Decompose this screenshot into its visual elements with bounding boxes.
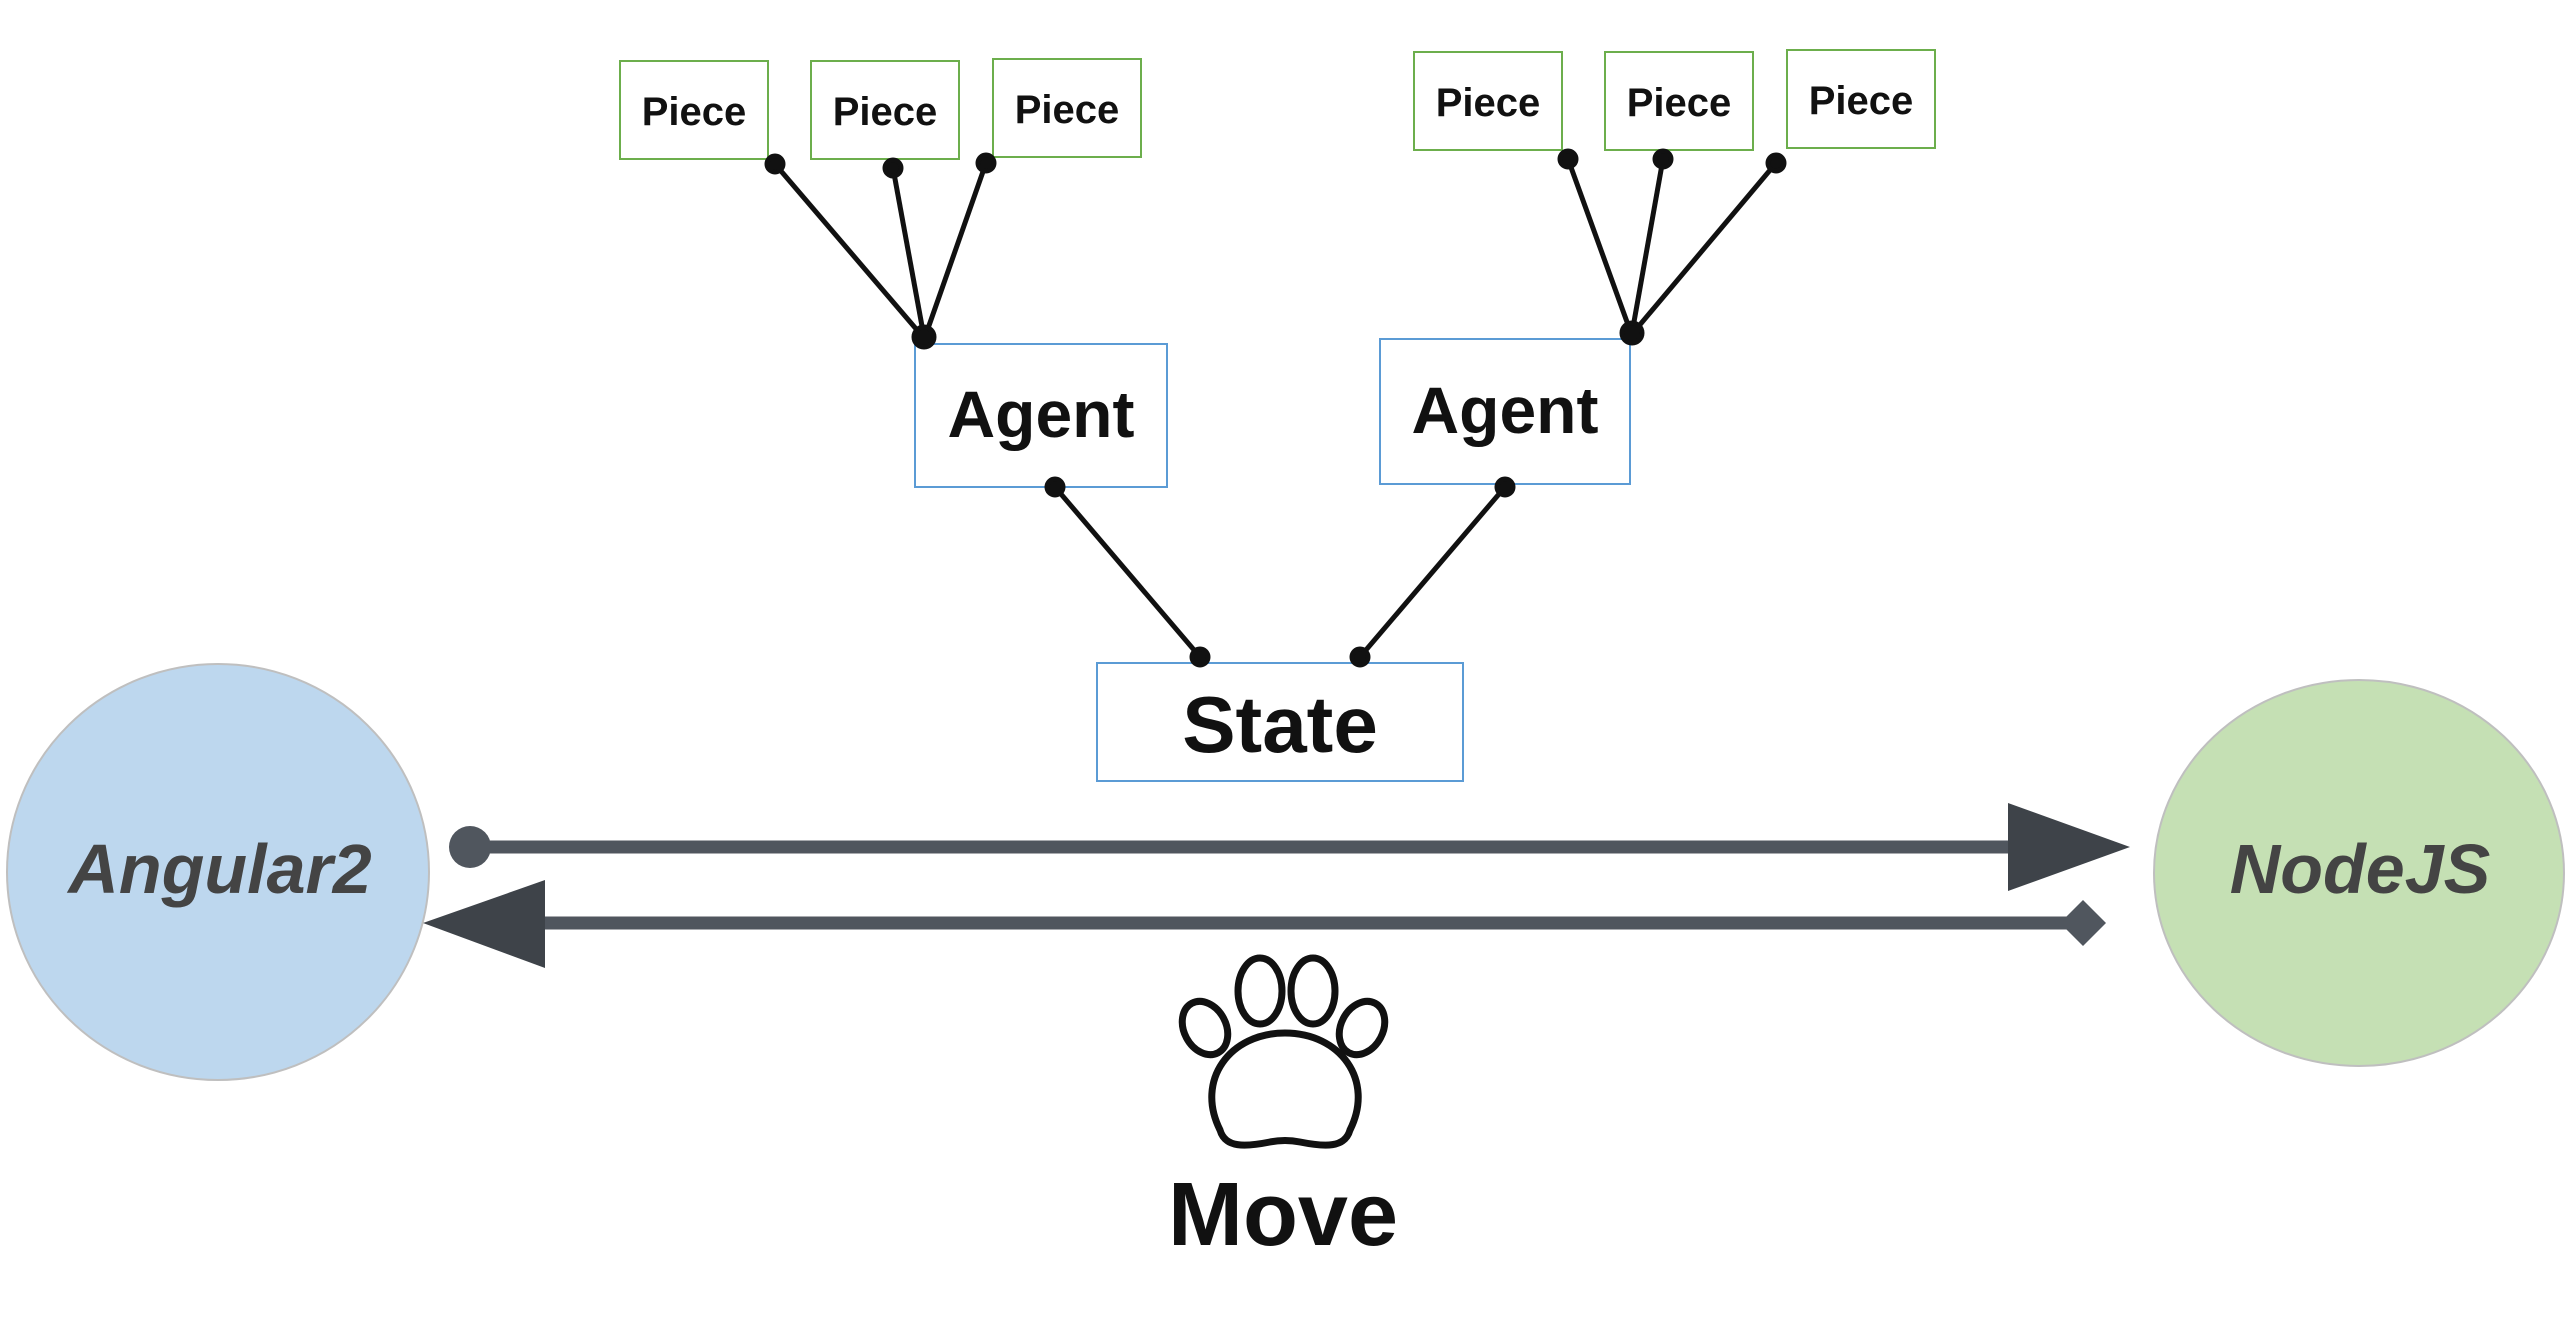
connectors-left-pieces [764,152,997,350]
piece-box-left-3: Piece [992,58,1142,158]
piece-label: Piece [642,90,747,134]
connectors-right-pieces [1557,148,1787,346]
piece-box-right-3: Piece [1786,49,1936,149]
connector-line [922,162,989,338]
piece-box-left-1: Piece [619,60,769,160]
connector-line [1565,158,1634,334]
connector-line [773,162,925,339]
piece-label: Piece [1436,81,1541,125]
connector-dot [1557,148,1579,170]
piece-box-left-2: Piece [810,60,960,160]
agent-label: Agent [1412,373,1599,447]
arrow-head [2008,803,2130,891]
connector-line [1358,485,1507,659]
arrow-tail-dot [449,826,491,868]
piece-label: Piece [1809,79,1914,123]
connectors-agents-state [1044,476,1516,668]
connector-dot [1765,152,1787,174]
arrow-tail-diamond [2060,900,2106,946]
connector-line [890,167,927,338]
piece-box-right-2: Piece [1604,51,1754,151]
connector-dot [1044,476,1066,498]
connector-line [1629,158,1666,334]
paw-print-icon [1178,954,1389,1149]
connector-dot [975,152,997,174]
angular2-label: Angular2 [66,830,371,908]
connector-dot [1494,476,1516,498]
connector-line [1053,485,1202,659]
state-label: State [1182,680,1378,769]
nodejs-label: NodeJS [2230,830,2491,908]
piece-label: Piece [833,90,938,134]
agent-box-left: Agent [914,343,1168,488]
agent-box-right: Agent [1379,338,1631,485]
request-arrow [449,803,2130,891]
response-arrow [423,880,2106,968]
arrow-head [423,880,545,968]
angular2-node: Angular2 [6,663,430,1081]
nodejs-node: NodeJS [2153,679,2565,1067]
connector-dot [764,153,786,175]
agent-label: Agent [948,377,1135,451]
connector-line [1631,161,1778,335]
connector-dot [1349,646,1371,668]
connector-dot [1652,148,1674,170]
state-box: State [1096,662,1464,782]
connector-dot [1189,646,1211,668]
piece-label: Piece [1627,81,1732,125]
connector-dot [911,324,937,350]
connector-dot [882,157,904,179]
move-label: Move [1168,1165,1398,1265]
piece-box-right-1: Piece [1413,51,1563,151]
piece-label: Piece [1015,88,1120,132]
connector-dot [1619,320,1645,346]
